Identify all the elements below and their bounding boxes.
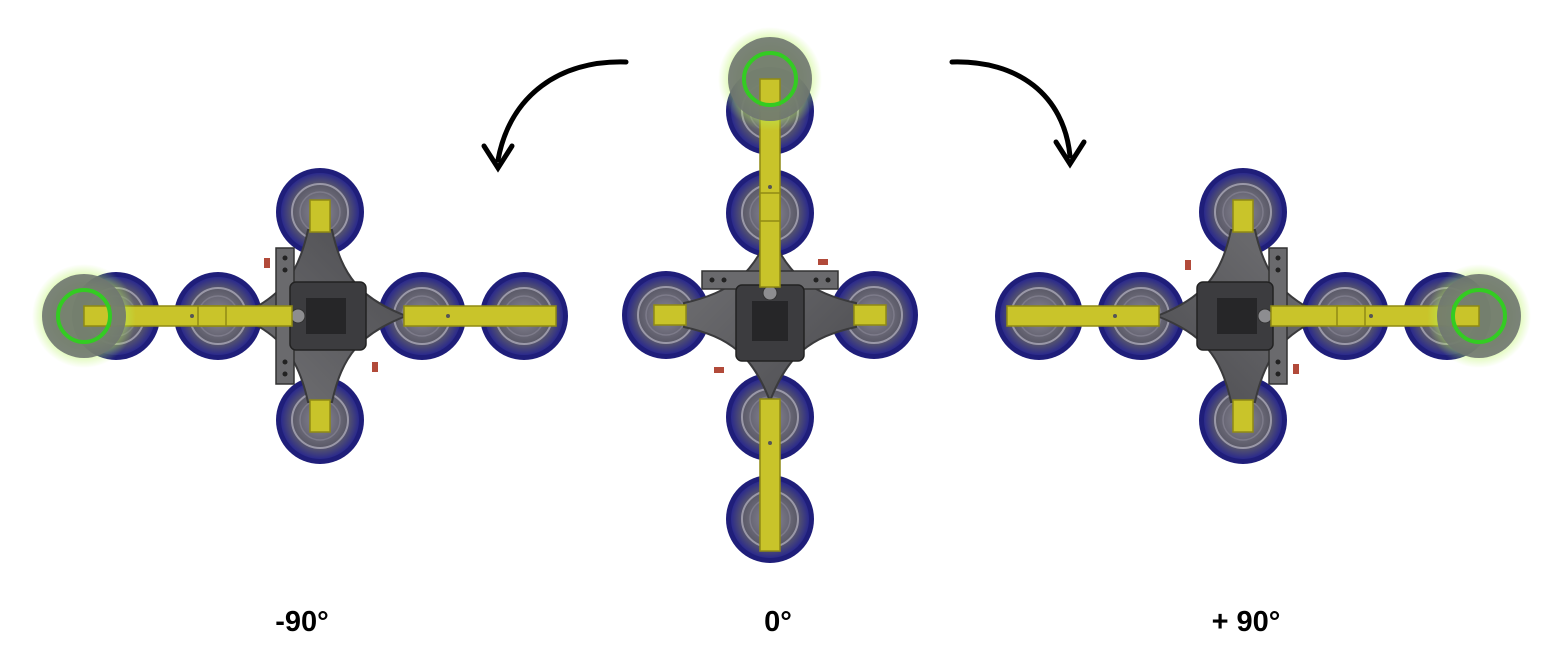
lifter-zero	[622, 27, 918, 563]
angle-label-minus-90: -90°	[275, 606, 329, 638]
curved-arrow-counterclockwise-icon	[481, 59, 629, 173]
angle-label-plus-90: + 90°	[1211, 606, 1281, 638]
angle-label-zero: 0°	[764, 606, 792, 638]
lifter-minus-90	[32, 168, 568, 464]
curved-arrow-clockwise-icon	[949, 59, 1087, 169]
lifter-plus-90	[995, 168, 1531, 464]
